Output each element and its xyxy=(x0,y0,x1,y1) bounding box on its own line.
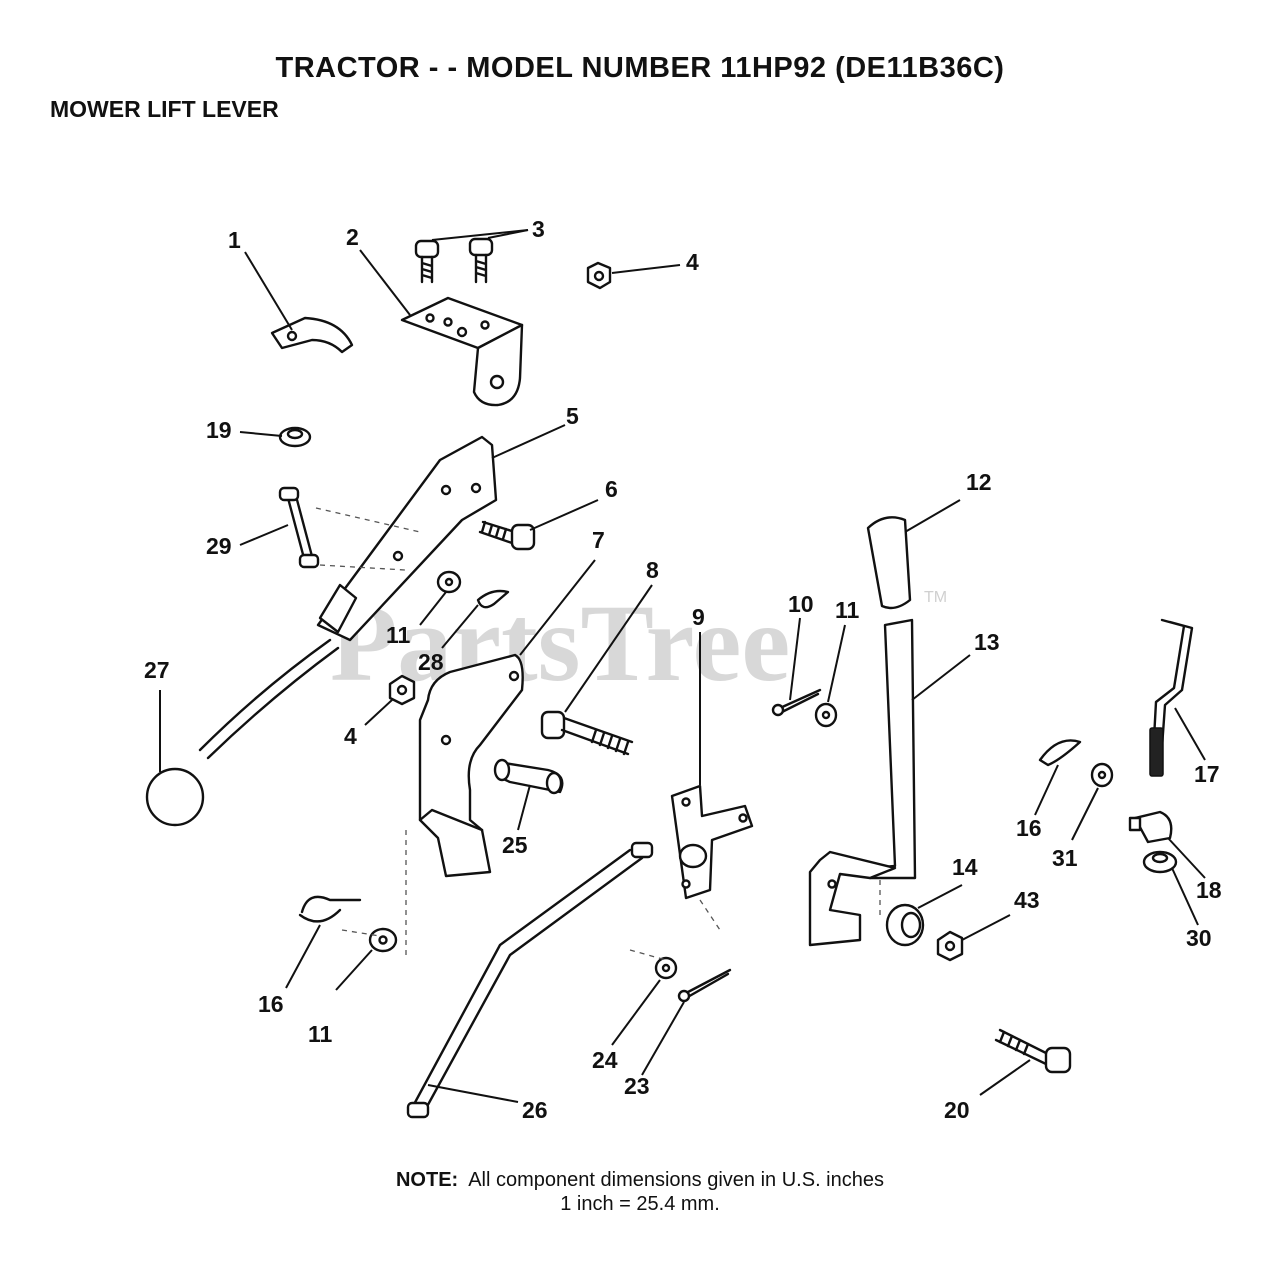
part-11-washer-c[interactable] xyxy=(368,927,398,953)
part-27-cable[interactable] xyxy=(145,638,340,827)
callout-28[interactable]: 28 xyxy=(418,649,444,675)
callout-24[interactable]: 24 xyxy=(592,1047,618,1073)
part-6-bolt[interactable] xyxy=(478,520,536,551)
callout-11-right[interactable]: 11 xyxy=(835,597,860,623)
part-13-lever[interactable] xyxy=(808,618,917,947)
part-10-cotter-pin[interactable] xyxy=(771,688,822,717)
callout-19[interactable]: 19 xyxy=(206,417,232,443)
part-2-bracket[interactable] xyxy=(400,296,524,407)
part-7-plate[interactable] xyxy=(418,653,524,878)
part-16-pin-right[interactable] xyxy=(1038,739,1082,767)
callout-23[interactable]: 23 xyxy=(624,1073,650,1099)
callout-31[interactable]: 31 xyxy=(1052,845,1078,871)
part-28-pin[interactable] xyxy=(476,589,510,609)
diagram-title: TRACTOR - - MODEL NUMBER 11HP92 (DE11B36… xyxy=(275,52,1005,84)
callout-11-bottom[interactable]: 11 xyxy=(308,1021,333,1047)
part-17-rod[interactable] xyxy=(1149,618,1194,777)
leader-lines xyxy=(159,229,1206,1103)
part-25-tube[interactable] xyxy=(493,758,564,795)
part-4-nut-middle[interactable] xyxy=(388,674,416,706)
part-24-washer[interactable] xyxy=(654,956,678,980)
diagram-subtitle: MOWER LIFT LEVER xyxy=(50,96,279,122)
part-11-washer-b[interactable] xyxy=(814,702,838,728)
callout-2[interactable]: 2 xyxy=(346,224,359,250)
part-16-pin-left[interactable] xyxy=(298,895,362,923)
note-label: NOTE: xyxy=(395,1169,459,1191)
callout-9[interactable]: 9 xyxy=(692,604,705,630)
part-1-clip[interactable] xyxy=(270,316,354,354)
callout-43[interactable]: 43 xyxy=(1014,887,1040,913)
callout-17[interactable]: 17 xyxy=(1194,761,1220,787)
part-14-bushing[interactable] xyxy=(885,903,925,947)
callout-27[interactable]: 27 xyxy=(144,657,170,683)
callout-4-middle[interactable]: 4 xyxy=(344,723,357,749)
part-43-nut[interactable] xyxy=(936,930,964,962)
callout-10[interactable]: 10 xyxy=(788,591,814,617)
part-3-bolts[interactable] xyxy=(414,237,494,284)
note-line-1: All component dimensions given in U.S. i… xyxy=(468,1169,884,1191)
callout-labels: 1 2 3 4 5 19 6 12 29 7 8 10 11 9 11 13 2… xyxy=(144,216,1222,1123)
callout-5[interactable]: 5 xyxy=(566,403,579,429)
dimension-note: NOTE: All component dimensions given in … xyxy=(0,1168,1280,1216)
note-line-2: 1 inch = 25.4 mm. xyxy=(560,1193,720,1215)
callout-1[interactable]: 1 xyxy=(228,227,241,253)
alignment-lines xyxy=(315,507,881,961)
part-4-nut-top[interactable] xyxy=(586,261,612,290)
part-29-link[interactable] xyxy=(278,486,320,569)
callout-8[interactable]: 8 xyxy=(646,557,659,583)
callout-30[interactable]: 30 xyxy=(1186,925,1212,951)
part-19-nut[interactable] xyxy=(278,426,312,448)
callout-25[interactable]: 25 xyxy=(502,832,528,858)
part-11-washer-a[interactable] xyxy=(436,570,462,594)
callout-18[interactable]: 18 xyxy=(1196,877,1222,903)
callout-29[interactable]: 29 xyxy=(206,533,232,559)
part-12-grip[interactable] xyxy=(866,516,912,610)
callout-7[interactable]: 7 xyxy=(592,527,605,553)
part-9-bracket[interactable] xyxy=(670,784,754,900)
callout-6[interactable]: 6 xyxy=(605,476,618,502)
part-20-bolt[interactable] xyxy=(994,1028,1072,1074)
callout-11-top[interactable]: 11 xyxy=(386,622,411,648)
part-23-cotter[interactable] xyxy=(677,968,732,1003)
part-30-nut[interactable] xyxy=(1142,850,1178,874)
part-26-rod[interactable] xyxy=(406,841,654,1119)
callout-26[interactable]: 26 xyxy=(522,1097,548,1123)
callout-12[interactable]: 12 xyxy=(966,469,992,495)
callout-16-right[interactable]: 16 xyxy=(1016,815,1042,841)
part-5-lever-arm[interactable] xyxy=(316,435,498,642)
callout-13[interactable]: 13 xyxy=(974,629,1000,655)
watermark-tm: TM xyxy=(924,589,947,606)
callout-14[interactable]: 14 xyxy=(952,854,978,880)
callout-20[interactable]: 20 xyxy=(944,1097,970,1123)
part-18-fitting[interactable] xyxy=(1128,810,1173,844)
callout-3[interactable]: 3 xyxy=(532,216,545,242)
callout-16-left[interactable]: 16 xyxy=(258,991,284,1017)
part-8-bolt[interactable] xyxy=(540,710,634,756)
part-31-washer[interactable] xyxy=(1090,762,1114,788)
callout-4-top[interactable]: 4 xyxy=(686,249,699,275)
